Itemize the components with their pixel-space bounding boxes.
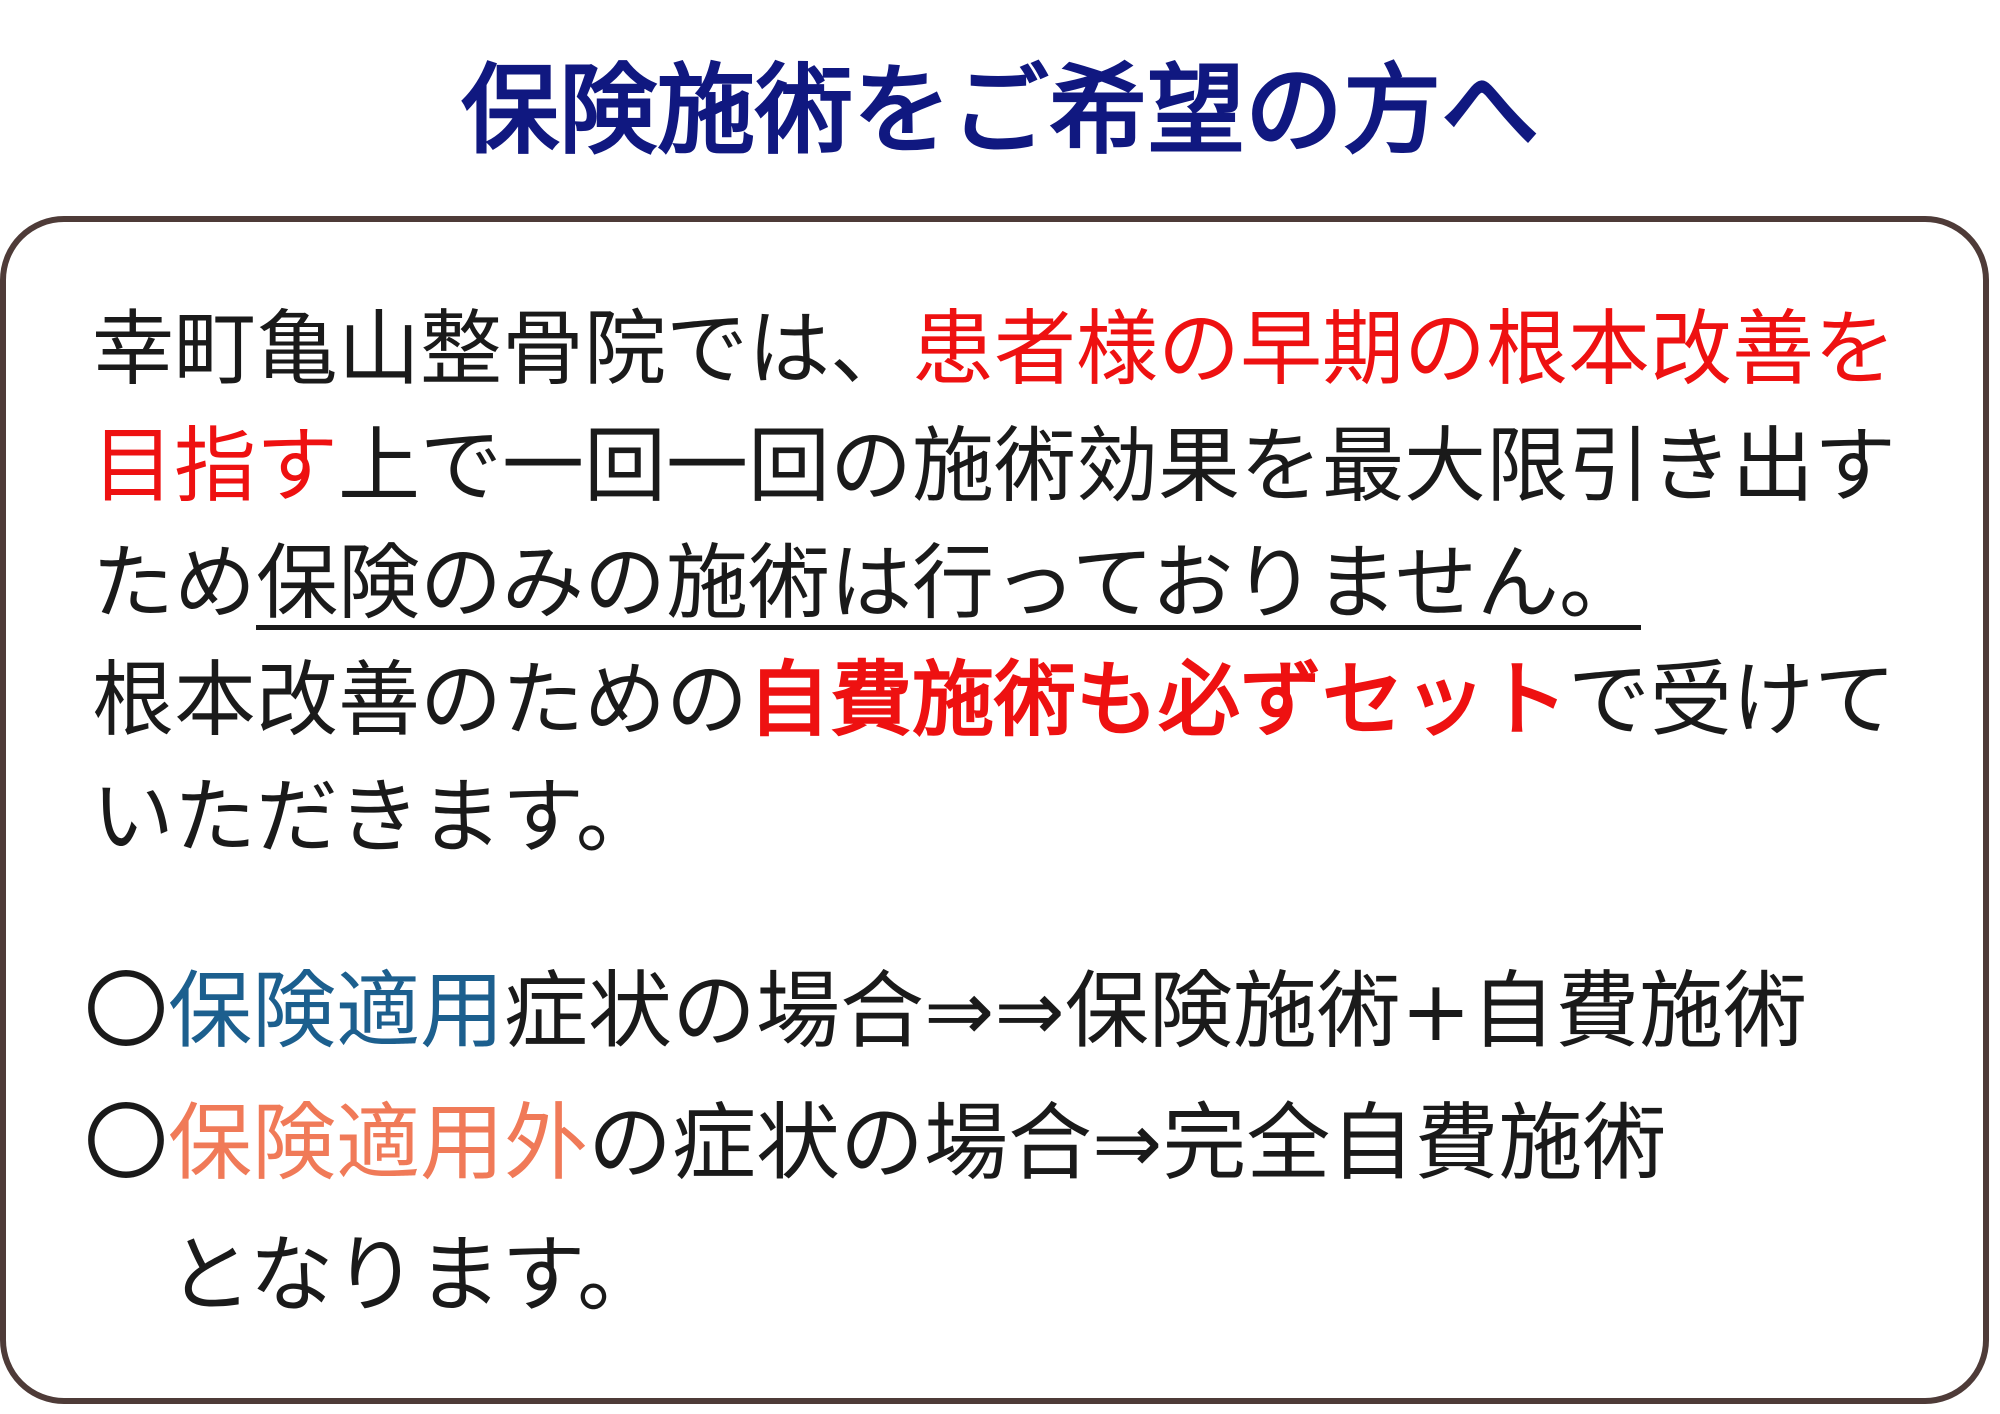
insured-description: 症状の場合⇒⇒保険施術+自費施術 bbox=[504, 962, 1808, 1060]
circle-marker-icon: 〇 bbox=[84, 962, 169, 1060]
early-improvement-highlight: 患者様の早期の根本改善を bbox=[912, 302, 1897, 397]
treatment-effect-text: 上で一回一回の施術効果を最大限引き出す bbox=[338, 419, 1897, 514]
paragraph-line-4: 根本改善のための自費施術も必ずセットで受けて bbox=[92, 646, 1896, 756]
clinic-intro-text: 幸町亀山整骨院では、 bbox=[92, 302, 913, 397]
list-item-uninsured: 〇保険適用外の症状の場合⇒完全自費施術 bbox=[84, 1088, 1666, 1198]
paragraph-line-3: ため保険のみの施術は行っておりません。 bbox=[92, 529, 1641, 639]
uninsured-description: の症状の場合⇒完全自費施術 bbox=[588, 1094, 1667, 1192]
closing-text: いただきます。 bbox=[92, 770, 658, 865]
paragraph-line-5: いただきます。 bbox=[92, 763, 658, 873]
list-item-insured: 〇保険適用症状の場合⇒⇒保険施術+自費施術 bbox=[84, 956, 1807, 1066]
self-pay-required-highlight: 自費施術も必ずセット bbox=[748, 653, 1569, 748]
reason-text: ため bbox=[92, 536, 257, 631]
list-closing: となります。 bbox=[168, 1226, 662, 1324]
root-improvement-text: 根本改善のための bbox=[92, 653, 749, 748]
paragraph-line-2: 目指す上で一回一回の施術効果を最大限引き出す bbox=[92, 412, 1896, 522]
uninsured-label: 保険適用外 bbox=[168, 1094, 589, 1192]
insured-label: 保険適用 bbox=[168, 962, 505, 1060]
notice-panel bbox=[0, 216, 1989, 1404]
page-title: 保険施術をご希望の方へ bbox=[460, 54, 1539, 168]
circle-marker-icon: 〇 bbox=[84, 1094, 169, 1192]
insurance-only-notice: 保険のみの施術は行っておりません。 bbox=[256, 536, 1641, 631]
receive-text: で受けて bbox=[1568, 653, 1897, 748]
paragraph-line-1: 幸町亀山整骨院では、患者様の早期の根本改善を bbox=[92, 295, 1896, 405]
aim-highlight: 目指す bbox=[92, 419, 339, 514]
